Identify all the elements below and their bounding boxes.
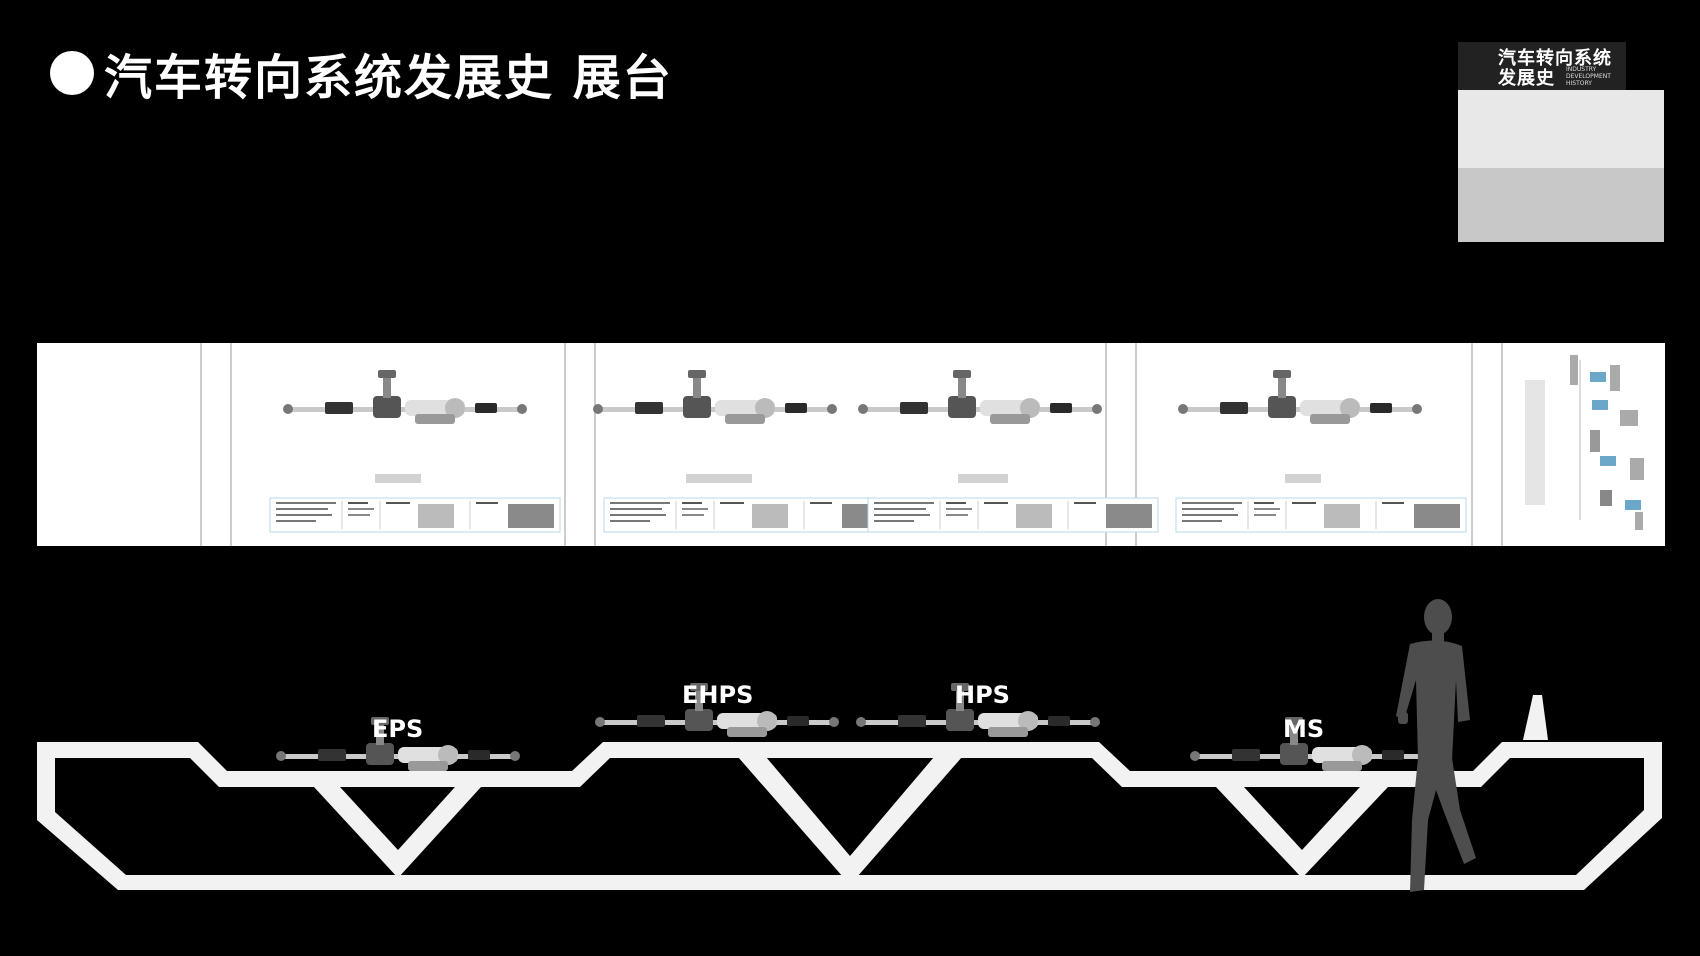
stand-marker bbox=[1523, 695, 1548, 740]
material-swatch-light bbox=[1458, 90, 1664, 168]
label-ehps: EHPS bbox=[682, 681, 753, 709]
logo-cn-line1: 汽车转向系统 bbox=[1498, 48, 1612, 69]
material-swatch-grey bbox=[1458, 168, 1664, 242]
panel-title-bar bbox=[1285, 474, 1321, 483]
label-ms: MS bbox=[1283, 715, 1324, 743]
label-hps: HPS bbox=[955, 681, 1010, 709]
scale-human-figure bbox=[1396, 599, 1476, 892]
graphic-panel-strip bbox=[37, 343, 1665, 546]
logo-en-line: INDUSTRY bbox=[1566, 66, 1597, 73]
panel-info-card bbox=[603, 497, 895, 533]
panel-info-card bbox=[269, 497, 561, 533]
panel-info-card bbox=[1175, 497, 1467, 533]
logo-cn-line2: 发展史 bbox=[1498, 68, 1555, 89]
logo-en-line: DEVELOPMENT bbox=[1566, 73, 1611, 80]
logo-en-line: HISTORY bbox=[1566, 80, 1592, 87]
panel-title-bar bbox=[958, 474, 1008, 483]
bullet-dot bbox=[50, 51, 94, 95]
panel-title-bar bbox=[686, 474, 752, 483]
display-platform-frame bbox=[37, 742, 1662, 890]
logo: 汽车转向系统 发展史 INDUSTRY DEVELOPMENT HISTORY bbox=[1458, 42, 1626, 90]
timeline-graphic bbox=[1525, 355, 1644, 530]
panel-title-bar bbox=[375, 474, 421, 483]
page-title-text: 汽车转向系统发展史 展台 bbox=[104, 50, 673, 106]
logo-legend: 汽车转向系统 发展史 INDUSTRY DEVELOPMENT HISTORY bbox=[1458, 42, 1664, 242]
panel-info-card bbox=[867, 497, 1159, 533]
label-eps: EPS bbox=[372, 715, 423, 743]
page-title: 汽车转向系统发展史 展台 bbox=[50, 38, 673, 108]
logo-en: INDUSTRY DEVELOPMENT HISTORY bbox=[1566, 66, 1626, 87]
